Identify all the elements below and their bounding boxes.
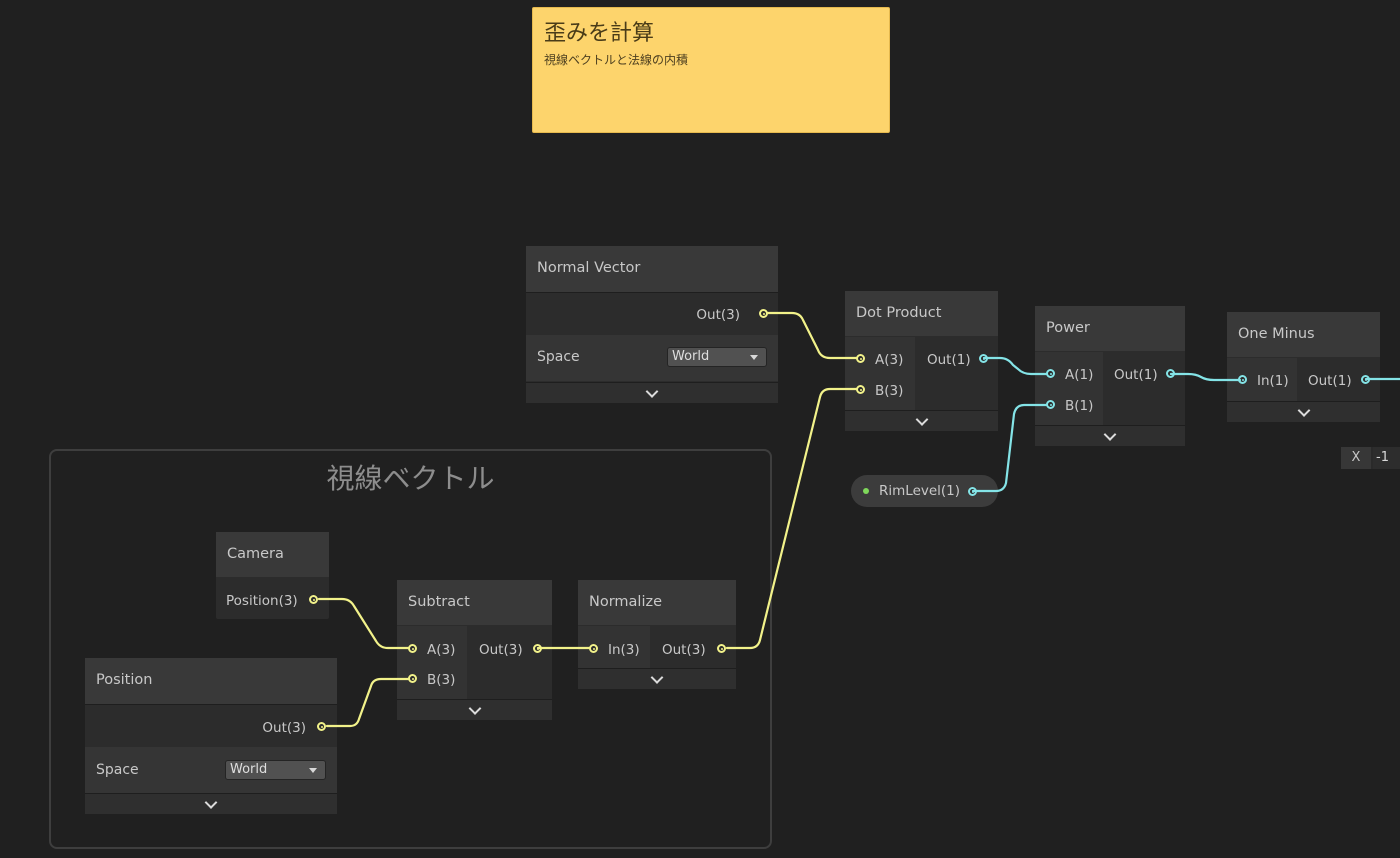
property-row: Space World [526,335,778,381]
input-port-b[interactable] [408,674,417,683]
node-header[interactable]: One Minus [1227,312,1380,357]
chevron-down-icon [915,413,928,426]
space-label: Space [537,349,580,365]
output-label: Position(3) [226,593,298,609]
output-label: Out(3) [262,720,306,736]
output-label: Out(3) [479,642,523,658]
node-title: Camera [227,546,284,562]
node-normal-vector[interactable]: Normal Vector Out(3) Space World [526,246,778,403]
node-header[interactable]: Subtract [397,580,552,625]
collapse-toggle[interactable] [1035,425,1185,446]
input-a-label: A(1) [1065,367,1094,383]
dropdown-arrow-icon [309,768,317,773]
node-title: Dot Product [856,305,942,321]
node-title: Normalize [589,594,663,610]
property-row: Space World [85,747,337,793]
space-label: Space [96,762,139,778]
group-title[interactable]: 視線ベクトル [326,462,495,495]
input-port-a[interactable] [408,644,417,653]
output-port[interactable] [979,354,988,363]
property-node-rimlevel[interactable]: RimLevel(1) [851,475,998,507]
space-dropdown-value: World [672,349,710,364]
input-port-a[interactable] [856,354,865,363]
node-power[interactable]: Power A(1) B(1) Out(1) [1035,306,1185,446]
collapse-toggle[interactable] [526,382,778,403]
sticky-note[interactable]: 歪みを計算 視線ベクトルと法線の内積 [532,7,890,133]
collapse-toggle[interactable] [845,410,998,431]
collapse-toggle[interactable] [1227,401,1380,422]
dropdown-arrow-icon [750,355,758,360]
input-port-b[interactable] [1046,400,1055,409]
input-a-label: A(3) [427,642,456,658]
input-port[interactable] [1238,375,1247,384]
chevron-down-icon [645,385,659,398]
node-dot-product[interactable]: Dot Product A(3) B(3) Out(1) [845,291,998,431]
output-label: Out(1) [1114,367,1158,383]
output-port[interactable] [533,644,542,653]
input-label: In(3) [608,642,640,658]
input-port-a[interactable] [1046,369,1055,378]
output-port[interactable] [1361,375,1370,384]
input-label: In(1) [1257,373,1289,389]
output-port[interactable] [317,722,326,731]
output-port[interactable] [309,595,318,604]
node-camera[interactable]: Camera Position(3) [216,532,329,619]
output-port[interactable] [759,309,768,318]
collapse-toggle[interactable] [85,793,337,814]
sticky-note-body[interactable]: 視線ベクトルと法線の内積 [544,53,689,67]
output-port-label: Out(3) [696,307,740,323]
chevron-down-icon [204,796,218,809]
input-b-label: B(3) [875,383,904,399]
node-header[interactable]: Normal Vector [526,246,778,292]
output-port[interactable] [1166,369,1175,378]
collapse-toggle[interactable] [578,668,736,689]
node-one-minus[interactable]: One Minus In(1) Out(1) [1227,312,1380,422]
node-header[interactable]: Position [85,658,337,704]
node-header[interactable]: Camera [216,532,329,577]
node-title: One Minus [1238,326,1315,342]
property-name: RimLevel(1) [879,483,961,499]
node-header[interactable]: Power [1035,306,1185,351]
input-b-label: B(1) [1065,398,1094,414]
node-header[interactable]: Normalize [578,580,736,625]
wire-normal-to-dot-a[interactable] [766,311,859,360]
chevron-down-icon [468,702,481,715]
node-title: Power [1046,320,1090,336]
output-port[interactable] [968,487,977,496]
property-exposed-icon [863,488,869,494]
space-dropdown[interactable]: World [667,347,767,367]
x-input-field[interactable]: X -1 [1341,447,1400,469]
input-port[interactable] [589,644,598,653]
x-label: X [1341,447,1371,469]
chevron-down-icon [1103,428,1117,441]
node-position[interactable]: Position Out(3) Space World [85,658,337,814]
node-header[interactable]: Dot Product [845,291,998,336]
output-label: Out(1) [1308,373,1352,389]
node-title: Position [96,672,153,688]
input-b-label: B(3) [427,672,456,688]
space-dropdown[interactable]: World [225,760,326,780]
sticky-note-title[interactable]: 歪みを計算 [544,21,655,46]
node-normalize[interactable]: Normalize In(3) Out(3) [578,580,736,689]
node-title: Subtract [408,594,470,610]
input-port-b[interactable] [856,385,865,394]
node-subtract[interactable]: Subtract A(3) B(3) Out(3) [397,580,552,720]
collapse-toggle[interactable] [397,699,552,720]
space-dropdown-value: World [230,762,268,777]
output-label: Out(3) [662,642,706,658]
output-label: Out(1) [927,352,971,368]
output-port[interactable] [717,644,726,653]
x-value[interactable]: -1 [1373,447,1400,469]
chevron-down-icon [650,671,664,684]
input-a-label: A(3) [875,352,904,368]
chevron-down-icon [1297,404,1310,417]
node-title: Normal Vector [537,260,641,276]
